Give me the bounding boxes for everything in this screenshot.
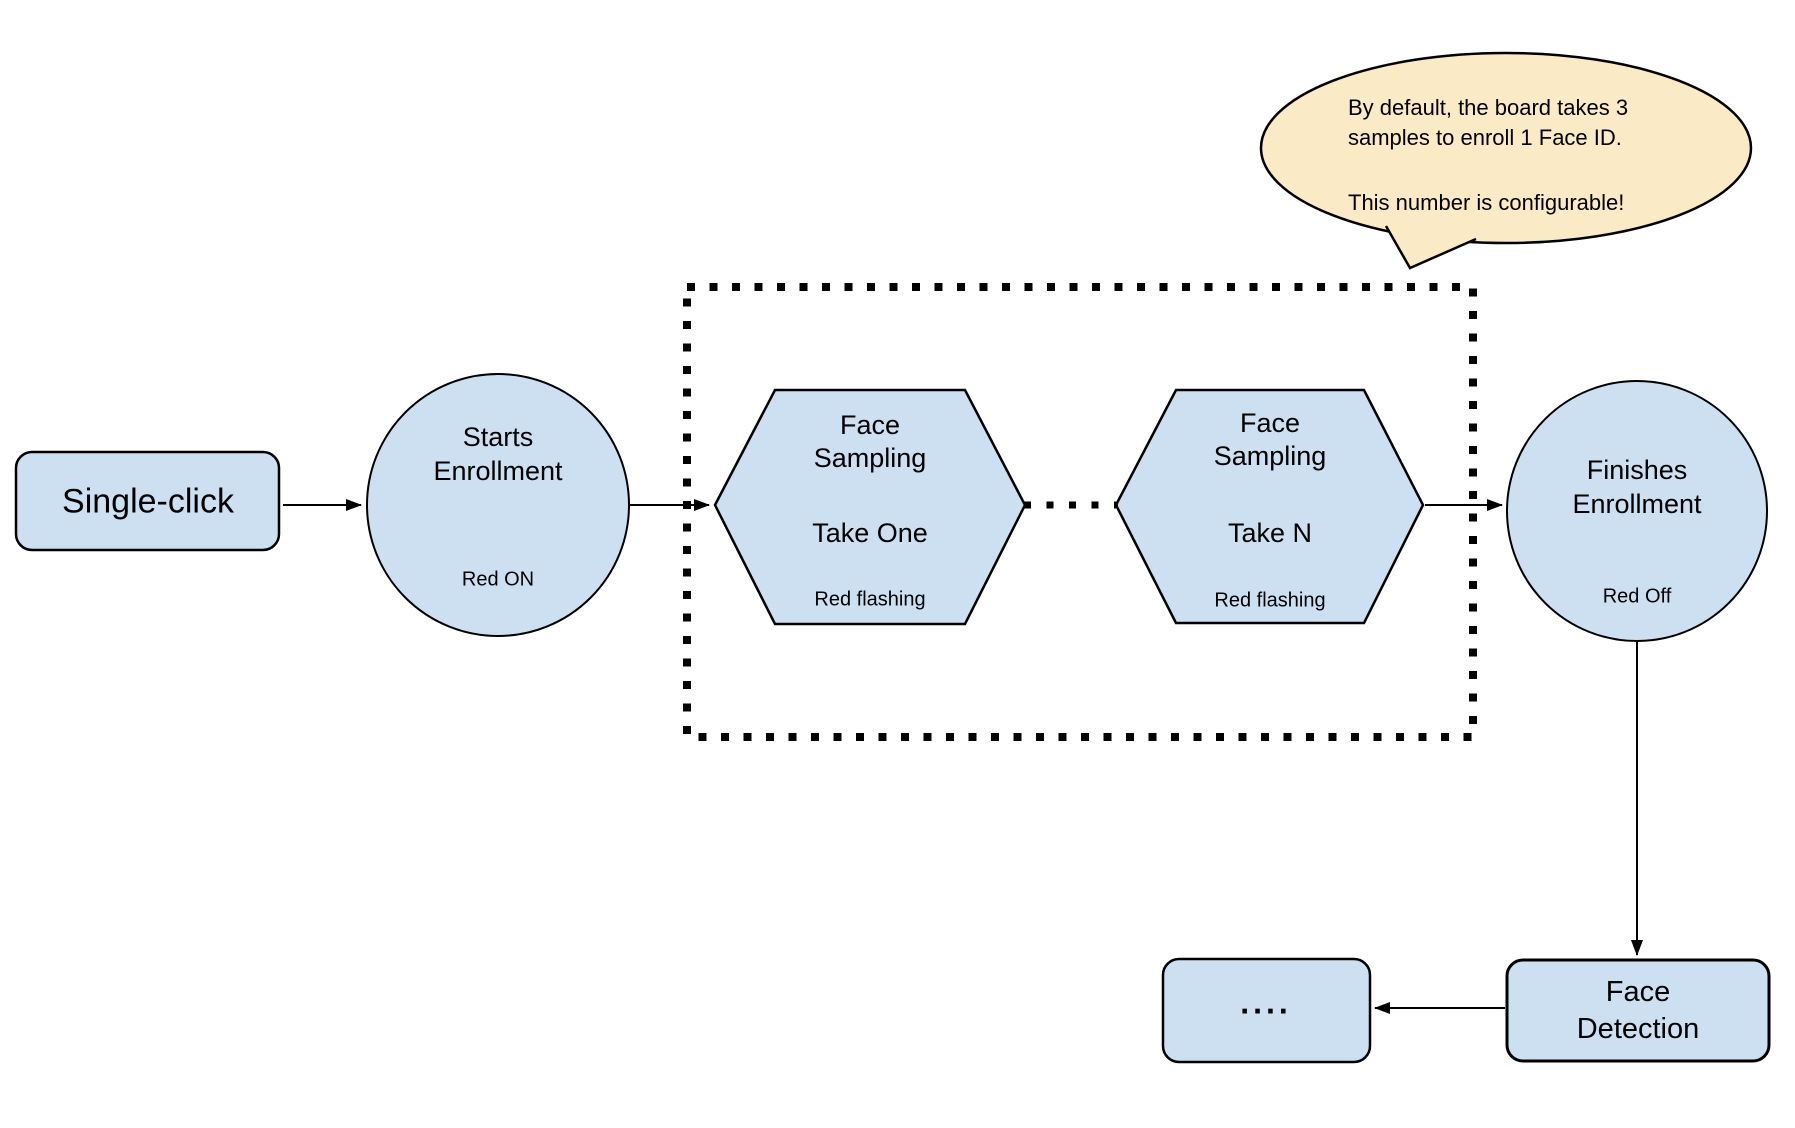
starts-enrollment-label: Starts Enrollment [433,420,562,488]
face-sampling-n-step: Take N [1227,518,1313,548]
callout-line1: By default, the board takes 3 [1348,95,1629,120]
face-sampling-n-status: Red flashing [1214,589,1326,612]
continuation-label: .... [1240,984,1292,1021]
face-sampling-n-node [1114,388,1425,625]
finishes-enrollment-status: Red Off [1602,585,1672,608]
callout-line3: This number is configurable! [1348,190,1625,215]
continuation-node [1161,957,1372,1064]
face-sampling-one-line2: Sampling [813,443,927,473]
face-detection-line2: Detection [1576,1013,1700,1045]
face-sampling-n-line1: Face [1239,408,1301,438]
face-sampling-one-label: Face Sampling [814,409,927,475]
face-sampling-one-line1: Face [839,410,901,440]
callout-tail [1384,225,1477,270]
starts-enrollment-line2: Enrollment [433,456,563,486]
starts-enrollment-node [366,373,630,637]
face-detection-line1: Face [1605,976,1671,1008]
face-detection-label: Face Detection [1577,974,1700,1048]
face-sampling-one-status: Red flashing [814,588,926,611]
callout-bubble [1259,51,1753,245]
face-detection-node [1505,958,1771,1063]
face-sampling-n-label: Face Sampling [1214,407,1327,473]
single-click-node [14,450,281,552]
single-click-label: Single-click [62,482,234,521]
finishes-enrollment-line2: Enrollment [1572,489,1702,519]
starts-enrollment-status: Red ON [461,568,535,591]
starts-enrollment-line1: Starts [462,422,534,452]
face-sampling-n-line2: Sampling [1213,441,1327,471]
finishes-enrollment-label: Finishes Enrollment [1572,453,1701,521]
face-sampling-one-step: Take One [812,518,928,548]
callout-line2: samples to enroll 1 Face ID. [1348,125,1622,150]
finishes-enrollment-line1: Finishes [1586,455,1688,485]
